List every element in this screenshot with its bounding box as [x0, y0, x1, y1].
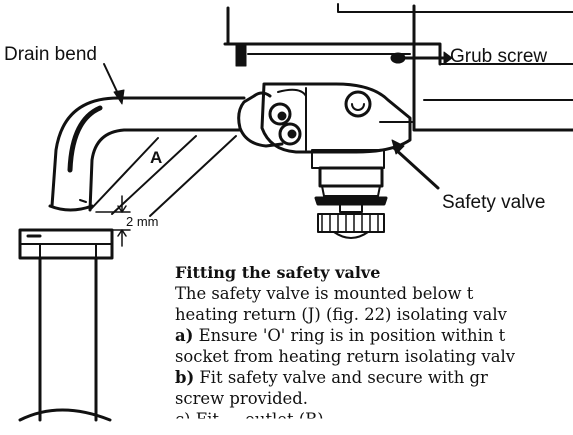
drain-bend-arrow: [103, 63, 125, 105]
safety-valve-arrow: [391, 139, 440, 190]
instruction-text: Fitting the safety valve The safety valv…: [175, 262, 573, 430]
grub-screw-label: Grub screw: [450, 46, 548, 67]
step-a-marker: a): [175, 326, 194, 345]
safety-valve: [314, 166, 388, 239]
grub-screw: [390, 51, 453, 65]
text-line: socket from heating return isolating val…: [175, 347, 515, 366]
boiler-casing: [223, 3, 573, 132]
section-a-hatching: [89, 135, 237, 217]
tundish: [18, 228, 114, 422]
drain-bend-pipe: [48, 96, 246, 212]
step-b-marker: b): [175, 368, 195, 387]
text-line: a) Ensure 'O' ring is in position within…: [175, 325, 573, 346]
text-line-cut: c) Fit ... outlet (B): [175, 410, 324, 429]
drain-bend-label: Drain bend: [4, 44, 97, 65]
drain-union-nut: [237, 91, 302, 148]
text-line: heating return (J) (fig. 22) isolating v…: [175, 305, 507, 324]
section-heading: Fitting the safety valve: [175, 263, 381, 282]
step-a-text: Ensure 'O' ring is in position within t: [193, 326, 506, 345]
section-a-label: A: [150, 148, 163, 167]
safety-valve-label: Safety valve: [442, 192, 546, 213]
text-line: screw provided.: [175, 389, 308, 408]
step-b-text: Fit safety valve and secure with gr: [194, 368, 488, 387]
text-line: The safety valve is mounted below t: [175, 284, 474, 303]
text-line: b) Fit safety valve and secure with gr: [175, 367, 573, 388]
dimension-label: 2 mm: [126, 214, 159, 229]
